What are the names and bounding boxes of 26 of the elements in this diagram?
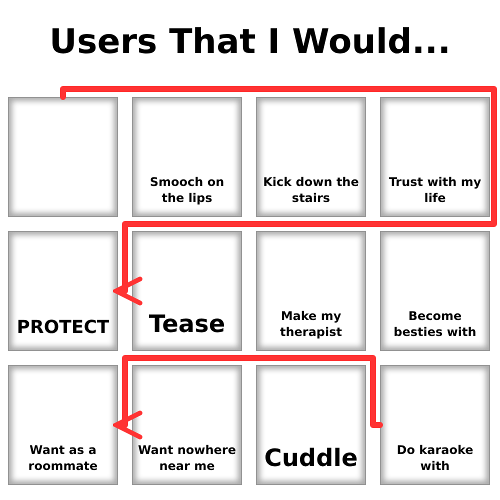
card [132, 365, 242, 485]
card [256, 365, 366, 485]
card-label: Cuddle [263, 442, 359, 474]
card-label: Trust with my life [388, 174, 482, 206]
arrow [114, 355, 383, 440]
card-label: Tease [148, 308, 226, 340]
card-label: Make my therapist [278, 308, 343, 340]
card-label: PROTECT [16, 316, 110, 340]
card [8, 365, 118, 485]
card-label: Kick down the stairs [262, 174, 360, 206]
card-label: Want nowhere near me [137, 442, 237, 474]
card [380, 97, 490, 217]
card [256, 231, 366, 351]
card [132, 97, 242, 217]
card-label: Smooch on the lips [148, 174, 226, 206]
card-label: Want as a roommate [27, 442, 99, 474]
arrow [60, 86, 497, 306]
title: Users That I Would... [48, 22, 452, 62]
card [380, 365, 490, 485]
card-label: Do karaoke with [396, 442, 474, 474]
card [132, 231, 242, 351]
card [8, 231, 118, 351]
card [380, 231, 490, 351]
card-label: Become besties with [392, 308, 478, 340]
card [256, 97, 366, 217]
card [8, 97, 118, 217]
